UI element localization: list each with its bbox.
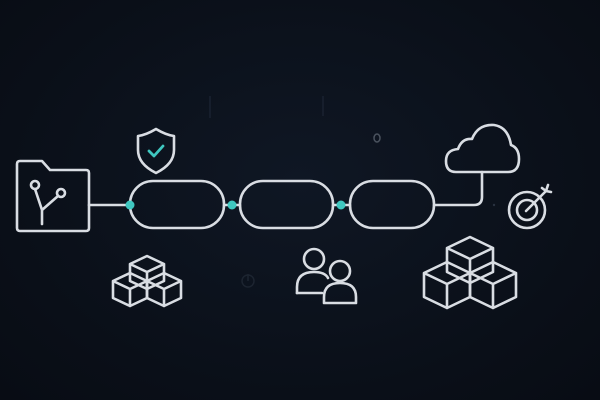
users-icon xyxy=(295,247,358,305)
cubes-icon xyxy=(111,254,183,308)
cloud-icon xyxy=(444,123,521,174)
pipeline-stage-1[interactable] xyxy=(128,179,226,230)
connector-node xyxy=(227,200,237,210)
pipeline-stage-2[interactable] xyxy=(238,179,335,230)
pipeline-stage-3[interactable] xyxy=(348,179,436,230)
cube xyxy=(145,271,183,308)
cubes-icon xyxy=(422,235,518,310)
faint-dot xyxy=(492,203,496,207)
cube xyxy=(468,260,518,310)
folder-branch-icon xyxy=(15,159,91,233)
connector-line xyxy=(432,170,484,207)
connector-node xyxy=(336,200,346,210)
power-icon xyxy=(241,274,255,288)
shield-check-icon xyxy=(136,127,176,175)
connector-node xyxy=(125,200,135,210)
small-ring-icon xyxy=(373,133,381,143)
target-icon xyxy=(507,183,553,230)
